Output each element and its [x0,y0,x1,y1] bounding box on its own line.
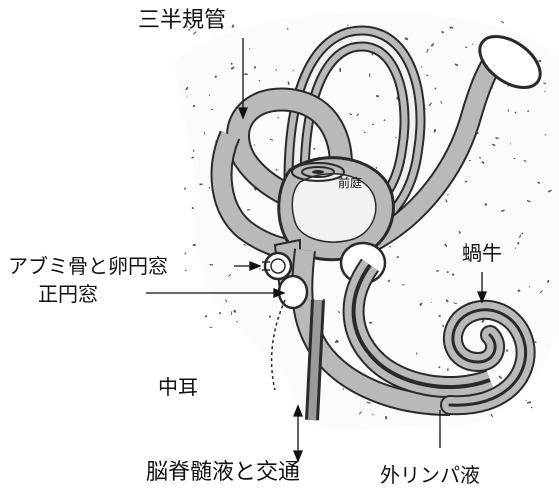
bone-speckle [187,97,188,98]
bone-speckle [439,315,441,317]
bone-speckle [205,315,208,317]
bone-speckle [465,47,467,48]
bone-speckle [527,401,531,404]
bone-speckle [209,264,213,266]
bone-speckle [191,207,194,210]
bone-speckle [193,105,195,107]
bone-speckle [209,327,212,328]
bone-speckle [184,188,186,190]
bone-speckle [184,252,186,254]
label-cochlea: 蝸牛 [462,243,502,263]
label-middle-ear: 中耳 [158,377,198,397]
label-semicircular-canals: 三半規管 [138,10,226,32]
bone-speckle [343,388,344,390]
bone-speckle [193,244,196,246]
label-csf-communication: 脳脊髄液と交通 [146,462,300,484]
label-vestibule: 前庭 [338,177,362,189]
label-stapes-oval-window: アブミ骨と卵円窓 [8,256,168,276]
bone-speckle [254,66,256,69]
bone-speckle [515,247,516,248]
bone-speckle [369,322,372,324]
bone-speckle [244,73,247,75]
bone-speckle [185,270,187,272]
bone-speckle [506,349,508,351]
bone-speckle [364,132,366,133]
bone-speckle [525,400,527,401]
bone-speckle [501,21,505,24]
bone-speckle [247,209,250,210]
bone-speckle [531,407,533,408]
bone-speckle [231,24,234,28]
bone-speckle [369,74,370,78]
bone-speckle [339,68,341,72]
bone-speckle [219,312,221,314]
bone-speckle [211,109,213,110]
label-round-window: 正円窓 [38,284,98,304]
label-perilymph: 外リンパ液 [380,465,480,485]
bone-speckle [402,284,405,285]
bone-speckle [287,28,288,30]
bone-speckle [539,60,542,62]
